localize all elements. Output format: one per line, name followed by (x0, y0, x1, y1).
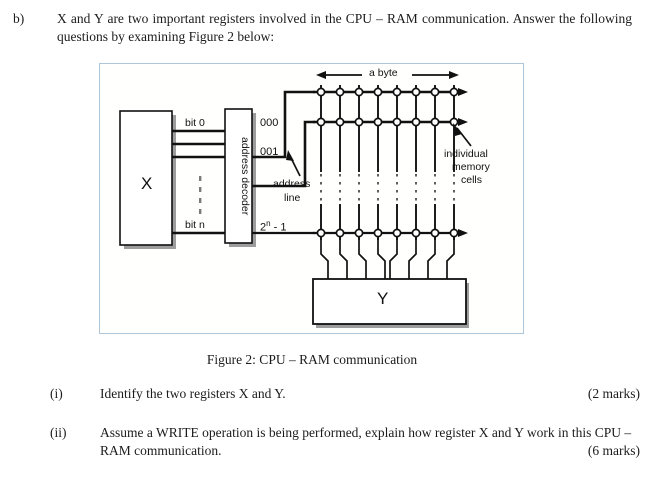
memory-cells (316, 87, 459, 238)
memory-to-y-wires (320, 236, 455, 281)
address-line-annotation-line2: line (284, 192, 301, 204)
address-wire-001 (252, 120, 315, 188)
address-line-last-label: 2n - 1 (260, 219, 286, 234)
sub-question-i-text: Identify the two registers X and Y. (100, 386, 286, 401)
memory-cells-arrowhead (453, 123, 462, 136)
question-b-label: b) (13, 11, 25, 26)
sub-question-ii-marks: (6 marks) (587, 443, 640, 458)
address-decoder-label: address decoder (239, 136, 251, 216)
y-register-box (312, 278, 467, 325)
memory-row-arrow-1 (458, 118, 468, 126)
figure-2-frame: X Y address decoder bit 0 bit n 000 001 … (99, 63, 524, 334)
a-byte-arrow-left (316, 71, 326, 79)
address-line-arrowhead (286, 150, 294, 161)
memory-column-ellipsis (320, 174, 455, 203)
memory-row-arrow-last (458, 229, 468, 237)
memory-row-arrow-0 (458, 88, 468, 96)
bit-n-label: bit n (185, 219, 205, 231)
memory-cells-annotation-line2: memory (452, 161, 490, 173)
a-byte-label: a byte (366, 67, 401, 79)
y-register-label: Y (377, 289, 389, 308)
question-b-row: b) X and Y are two important registers i… (13, 10, 638, 45)
x-register-label: X (141, 174, 153, 193)
exp-suffix: - 1 (270, 221, 287, 234)
address-line-001-label: 001 (260, 146, 279, 158)
memory-cells-annotation-line3: cells (461, 174, 483, 186)
sub-question-i-body: (2 marks) Identify the two registers X a… (100, 385, 640, 403)
exp-base: 2 (260, 221, 267, 234)
exp-power: n (266, 219, 271, 228)
bit-0-label: bit 0 (185, 117, 205, 129)
address-decoder-box (224, 108, 253, 244)
sub-question-ii-row: (ii) (6 marks) Assume a WRITE operation … (50, 424, 640, 459)
figure-caption: Figure 2: CPU – RAM communication (206, 352, 418, 367)
question-b-text: X and Y are two important registers invo… (57, 11, 632, 44)
figure-2-diagram (119, 71, 472, 328)
x-bus-ellipsis (199, 176, 202, 214)
a-byte-arrow-right (449, 71, 459, 79)
memory-column-lines (320, 85, 455, 240)
address-wire-000 (252, 90, 315, 159)
sub-question-i-row: (i) (2 marks) Identify the two registers… (50, 385, 640, 403)
sub-question-i-marks: (2 marks) (587, 386, 640, 401)
sub-question-ii-label: (ii) (50, 425, 67, 440)
address-line-000-label: 000 (260, 117, 279, 129)
x-register-box (119, 110, 173, 246)
address-line-annotation-line1: address (273, 178, 311, 190)
sub-question-ii-text: Assume a WRITE operation is being perfor… (100, 425, 632, 458)
sub-question-ii-body: (6 marks) Assume a WRITE operation is be… (100, 424, 640, 459)
sub-question-i-label: (i) (50, 386, 63, 401)
memory-cells-annotation-line1: individual (444, 148, 488, 160)
